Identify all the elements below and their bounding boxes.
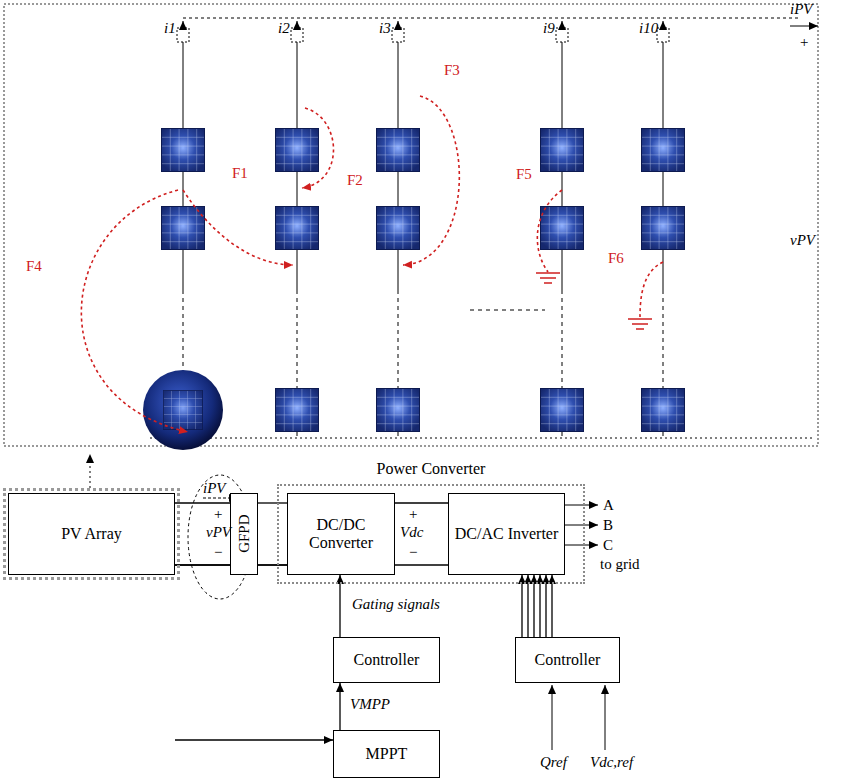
fault-label: F5	[516, 166, 532, 183]
connector	[258, 503, 287, 565]
signal-label: i9	[543, 20, 555, 37]
node-label: Controller	[535, 651, 601, 669]
signal-label: Gating signals	[352, 596, 440, 613]
signal-label: −	[409, 544, 417, 561]
dcac-inverter-box: DC/AC Inverter	[448, 493, 565, 575]
signal-label: iPV	[203, 480, 226, 497]
signal-label: i3	[379, 20, 391, 37]
signal-label: Qref	[540, 754, 567, 771]
signal-label: +	[214, 506, 222, 523]
fault-label: F1	[232, 165, 248, 182]
signal-label: −	[214, 544, 222, 561]
connector	[395, 503, 448, 565]
node-label: GFPD	[235, 515, 252, 553]
signal-label: vPV	[790, 232, 815, 249]
power-converter-group: Power ConverterDC/DC Converter DC/AC Inve…	[277, 460, 585, 584]
node-label: PV Array	[61, 525, 122, 543]
signal-label: VMPP	[350, 696, 390, 713]
signal-label: B	[603, 517, 613, 534]
signal-label: Vdc	[400, 524, 423, 541]
group-heading: Power Converter	[377, 460, 486, 478]
signal-label: i1	[164, 20, 176, 37]
signal-label: Vdc,ref	[590, 754, 633, 771]
connector	[340, 575, 341, 637]
fault-label: F6	[608, 250, 624, 267]
signal-label: C	[603, 537, 613, 554]
mppt-box: MPPT	[333, 730, 440, 778]
controller-box: Controller	[333, 637, 440, 683]
signal-label: vPV	[206, 524, 231, 541]
node-label: DC/DC Converter	[288, 516, 394, 553]
node-label: MPPT	[366, 745, 408, 763]
dcdc-converter-box: DC/DC Converter	[287, 493, 395, 575]
signal-label: i10	[639, 20, 658, 37]
signal-label: +	[409, 506, 417, 523]
node-label: DC/AC Inverter	[455, 525, 559, 543]
pv-array-box: PV Array	[8, 493, 175, 575]
connector	[175, 565, 333, 740]
signal-label: A	[603, 497, 614, 514]
signal-label: +	[800, 34, 808, 51]
fault-label: F4	[26, 258, 42, 275]
fault-label: F2	[347, 172, 363, 189]
controller-box: Controller	[515, 637, 620, 683]
connector	[175, 503, 230, 565]
signal-label: i2	[278, 20, 290, 37]
signal-label: to grid	[600, 556, 640, 573]
node-label: Controller	[354, 651, 420, 669]
connector	[522, 575, 552, 637]
signal-label: iPV	[790, 1, 813, 18]
fault-label: F3	[444, 62, 460, 79]
connector	[340, 683, 341, 730]
gfpd-box: GFPD	[230, 493, 258, 575]
